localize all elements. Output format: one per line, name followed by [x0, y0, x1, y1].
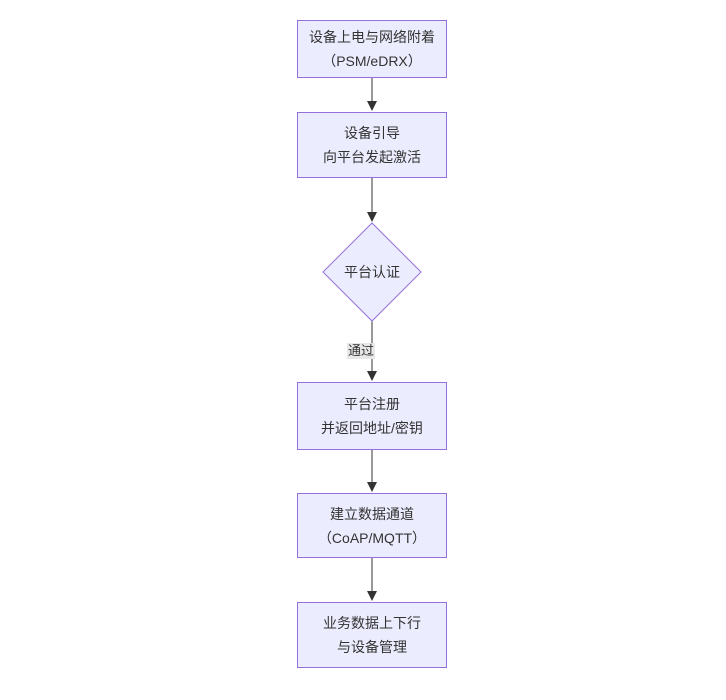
node-text-line: 设备引导: [344, 125, 400, 141]
node-text-line: 并返回地址/密钥: [321, 420, 423, 436]
node-text-line: 建立数据通道: [330, 505, 414, 522]
node-platform-register: 平台注册 并返回地址/密钥: [297, 382, 447, 450]
node-power-on-network-attach: 设备上电与网络附着 （PSM/eDRX）: [297, 20, 447, 78]
node-text-line: 设备上电与网络附着: [309, 29, 435, 45]
node-establish-data-channel: 建立数据通道 （CoAP/MQTT）: [297, 493, 447, 558]
node-text-line: 业务数据上下行: [323, 615, 421, 631]
node-text-line: 平台注册: [344, 396, 400, 412]
node-platform-auth-diamond: [322, 222, 422, 322]
node-text-line: 向平台发起激活: [323, 149, 421, 165]
node-text-line: 与设备管理: [337, 639, 407, 655]
node-text-line: （CoAP/MQTT）: [317, 529, 427, 546]
node-business-data-device-mgmt: 业务数据上下行 与设备管理: [297, 602, 447, 668]
node-platform-auth-label: 平台认证: [344, 264, 400, 280]
node-text-line: （PSM/eDRX）: [322, 53, 422, 69]
node-device-bootstrap-activate: 设备引导 向平台发起激活: [297, 112, 447, 178]
edge-label-pass: 通过: [346, 343, 376, 359]
